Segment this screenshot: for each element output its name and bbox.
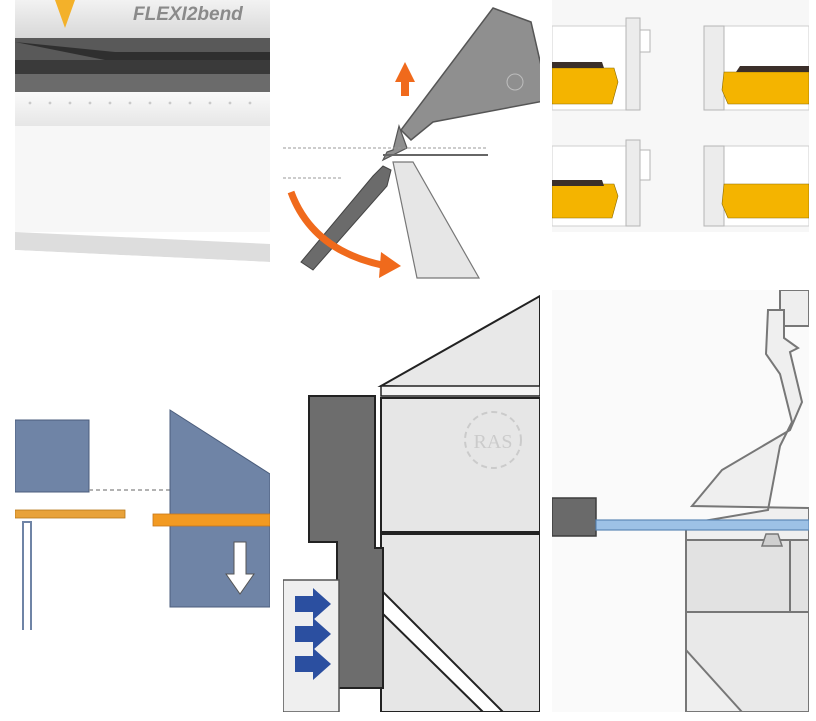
arrow-right-icon [295, 588, 331, 620]
hydraulic-clamp-diagram: RAS [283, 290, 540, 712]
arrow-right-icon [295, 618, 331, 650]
clamp-body [308, 395, 384, 689]
arrow-up-icon [395, 62, 415, 96]
lower-die [392, 161, 481, 279]
hydraulic-clamp-diagram-tile[interactable]: RAS [283, 290, 540, 712]
sheet-metal [595, 519, 809, 531]
bending-tool-diagram-tile[interactable] [552, 290, 809, 712]
clamp-cell-top-right [703, 25, 809, 111]
clamp-positions-tile[interactable] [552, 0, 809, 232]
clamp-cell-bottom-right [703, 145, 809, 227]
watermark: RAS [464, 411, 522, 469]
arrow-down-icon [225, 541, 255, 595]
yellow-marker-icon [55, 0, 75, 28]
tool-swing-diagram-tile[interactable] [283, 0, 540, 282]
swing-arrow-head-icon [379, 252, 401, 278]
brand-text: FLEXI2bend [133, 4, 243, 25]
swing-tool [300, 165, 392, 271]
clamp-cell-top-left [552, 17, 651, 111]
arrow-right-icon [295, 648, 331, 680]
machine-photo-tile[interactable]: FLEXI2bend [15, 0, 270, 276]
backgauge-diagram [15, 362, 270, 630]
tool-swing-diagram [283, 0, 540, 282]
watermark-text: RAS [474, 431, 513, 453]
clamp-cell-bottom-left [552, 139, 651, 227]
swing-arrow-path [287, 190, 388, 270]
clamp-positions-grid [552, 0, 809, 232]
machine-photo: FLEXI2bend [15, 0, 270, 276]
bending-tool-diagram [552, 290, 809, 712]
gauge-block [552, 497, 597, 537]
backgauge-diagram-tile[interactable] [15, 362, 270, 630]
